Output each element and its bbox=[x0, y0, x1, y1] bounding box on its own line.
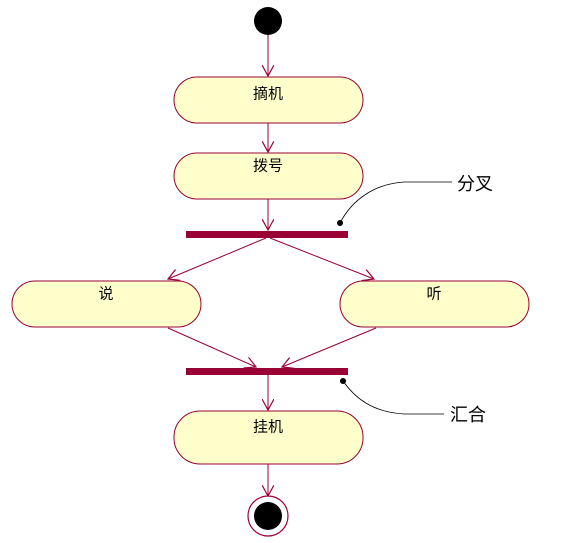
flow-fork-to-listen bbox=[269, 237, 374, 279]
activity-hangup: 挂机 bbox=[173, 410, 364, 465]
final-node bbox=[247, 495, 289, 537]
activity-hangup-label: 挂机 bbox=[253, 418, 283, 436]
fork-annotation-label: 分叉 bbox=[457, 174, 493, 195]
activity-listen-label: 听 bbox=[426, 285, 441, 303]
activity-speak-label: 说 bbox=[98, 285, 113, 303]
join-annotation-label: 汇合 bbox=[450, 405, 486, 426]
activity-dial-label: 拨号 bbox=[253, 157, 283, 175]
activity-speak: 说 bbox=[11, 280, 202, 328]
flow-fork-to-speak bbox=[168, 237, 267, 279]
activity-pickup-label: 摘机 bbox=[253, 85, 283, 103]
flow-listen-to-join bbox=[282, 327, 377, 367]
fork-bar bbox=[186, 231, 348, 238]
activity-listen: 听 bbox=[339, 280, 530, 328]
activity-dial: 拨号 bbox=[173, 152, 364, 200]
flow-speak-to-join bbox=[167, 327, 256, 367]
join-annotation: 汇合 bbox=[340, 378, 486, 426]
activity-pickup: 摘机 bbox=[173, 76, 364, 124]
join-bar bbox=[186, 368, 348, 375]
initial-node bbox=[254, 7, 282, 35]
fork-annotation: 分叉 bbox=[337, 174, 493, 226]
